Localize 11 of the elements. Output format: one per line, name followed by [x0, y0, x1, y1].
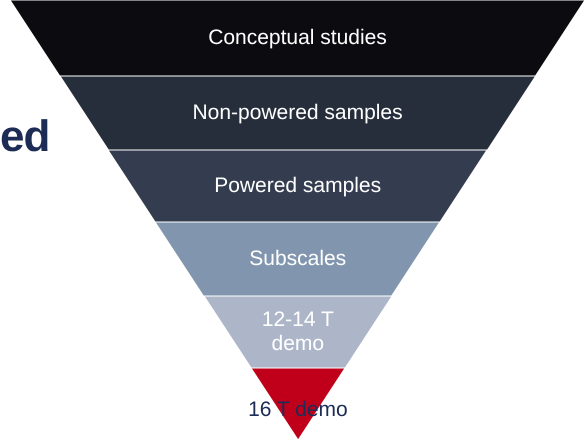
funnel-level	[60, 76, 536, 150]
level-label: Powered samples	[213, 174, 382, 198]
level-label: Subscales	[248, 247, 348, 271]
level-label: 12-14 T demo	[260, 308, 335, 356]
funnel-level	[10, 0, 585, 76]
funnel-level	[204, 296, 392, 368]
heading-fragment: ed	[0, 112, 50, 162]
funnel-level	[155, 222, 440, 296]
level-label: Conceptual studies	[207, 26, 388, 50]
level-label: Non-powered samples	[192, 101, 404, 125]
funnel-level	[108, 150, 488, 222]
